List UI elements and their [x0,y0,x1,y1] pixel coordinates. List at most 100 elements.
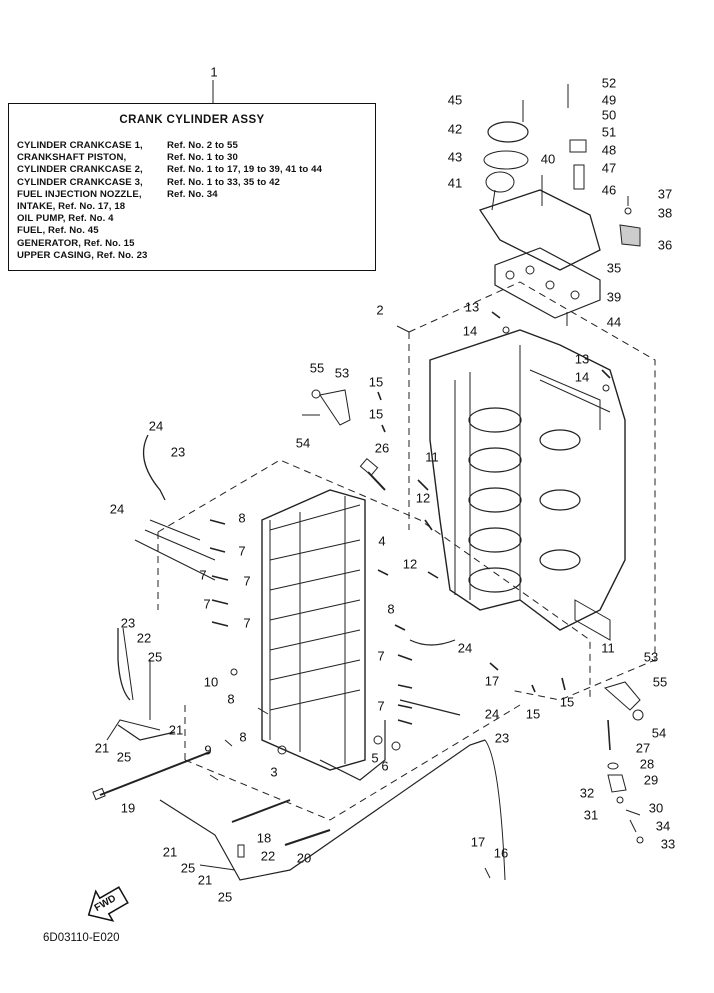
part-callout[interactable]: 55 [652,674,668,690]
part-callout[interactable]: 4 [378,533,386,549]
part-callout[interactable]: 15 [525,706,541,722]
legend-row: CYLINDER CRANKCASE 3,Ref. No. 1 to 33, 3… [17,177,280,188]
part-callout[interactable]: 39 [606,289,622,305]
part-callout[interactable]: 15 [559,694,575,710]
part-callout[interactable]: 14 [574,369,590,385]
part-callout[interactable]: 25 [116,749,132,765]
part-callout[interactable]: 7 [377,698,385,714]
part-callout[interactable]: 10 [203,674,219,690]
part-callout[interactable]: 24 [457,640,473,656]
part-callout[interactable]: 25 [217,889,233,905]
part-callout[interactable]: 12 [415,490,431,506]
part-callout[interactable]: 46 [601,182,617,198]
part-callout[interactable]: 5 [371,750,379,766]
legend-row-name: CRANKSHAFT PISTON, [17,152,127,164]
part-callout[interactable]: 53 [643,649,659,665]
part-callout[interactable]: 24 [109,501,125,517]
legend-row: CYLINDER CRANKCASE 2,Ref. No. 1 to 17, 1… [17,164,322,175]
part-callout[interactable]: 8 [238,510,246,526]
legend-row-ref: Ref. No. 1 to 30 [167,152,238,164]
part-callout[interactable]: 15 [368,406,384,422]
part-callout[interactable]: 21 [168,722,184,738]
part-callout[interactable]: 18 [256,830,272,846]
part-callout[interactable]: 25 [147,649,163,665]
part-callout[interactable]: 23 [494,730,510,746]
part-callout[interactable]: 36 [657,237,673,253]
part-callout[interactable]: 49 [601,92,617,108]
part-callout[interactable]: 25 [180,860,196,876]
part-callout[interactable]: 23 [170,444,186,460]
part-callout[interactable]: 7 [243,573,251,589]
part-callout[interactable]: 15 [368,374,384,390]
part-callout[interactable]: 21 [162,844,178,860]
part-callout[interactable]: 3 [270,764,278,780]
part-callout[interactable]: 14 [462,323,478,339]
part-callout[interactable]: 32 [579,785,595,801]
part-callout[interactable]: 55 [309,360,325,376]
legend-row: CRANKSHAFT PISTON, Ref. No. 1 to 30 [17,152,238,164]
part-callout[interactable]: 11 [425,449,439,465]
part-callout[interactable]: 7 [243,615,251,631]
part-callout[interactable]: 29 [643,772,659,788]
part-callout[interactable]: 53 [334,365,350,381]
part-callout[interactable]: 42 [447,121,463,137]
part-callout[interactable]: 22 [136,630,152,646]
legend-row: CYLINDER CRANKCASE 1,Ref. No. 2 to 55 [17,140,238,151]
part-callout[interactable]: 52 [601,75,617,91]
part-callout[interactable]: 26 [374,440,390,456]
legend-row: FUEL INJECTION NOZZLE,Ref. No. 34 [17,188,218,200]
part-callout[interactable]: 27 [635,740,651,756]
part-callout[interactable]: 44 [606,314,622,330]
part-callout[interactable]: 21 [94,740,110,756]
part-callout[interactable]: 48 [601,142,617,158]
part-callout[interactable]: 16 [493,845,509,861]
part-callout[interactable]: 11 [601,640,615,656]
legend-row: INTAKE, Ref. No. 17, 18 [17,201,125,212]
part-callout[interactable]: 47 [601,160,617,176]
part-callout[interactable]: 13 [464,299,480,315]
part-callout[interactable]: 33 [660,836,676,852]
part-callout[interactable]: 24 [148,418,164,434]
part-callout[interactable]: 54 [651,725,667,741]
part-callout[interactable]: 50 [601,107,617,123]
part-callout[interactable]: 8 [227,691,235,707]
legend-row-ref: Ref. No. 2 to 55 [167,140,238,151]
part-callout[interactable]: 17 [470,834,486,850]
legend-row: UPPER CASING, Ref. No. 23 [17,250,147,261]
part-callout[interactable]: 24 [484,706,500,722]
part-callout[interactable]: 13 [574,351,590,367]
part-callout[interactable]: 8 [387,601,395,617]
legend-row-name: FUEL INJECTION NOZZLE, [17,188,142,200]
part-callout[interactable]: 23 [120,615,136,631]
part-callout[interactable]: 7 [199,567,207,583]
part-callout[interactable]: 7 [377,648,385,664]
part-callout[interactable]: 2 [376,302,384,318]
part-callout[interactable]: 43 [447,149,463,165]
part-callout[interactable]: 30 [648,800,664,816]
part-callout[interactable]: 38 [657,205,673,221]
part-callout[interactable]: 40 [540,151,556,167]
part-callout[interactable]: 21 [197,872,213,888]
part-callout[interactable]: 6 [381,758,389,774]
part-callout[interactable]: 41 [447,175,463,191]
part-callout[interactable]: 28 [639,756,655,772]
part-callout[interactable]: 19 [120,800,136,816]
part-callout[interactable]: 12 [402,556,418,572]
part-callout[interactable]: 7 [238,543,246,559]
fwd-arrow [87,886,129,922]
part-callout[interactable]: 35 [606,260,622,276]
legend-row-ref: Ref. No. 1 to 33, 35 to 42 [167,176,280,188]
part-callout[interactable]: 54 [295,435,311,451]
part-callout[interactable]: 51 [601,124,617,140]
part-callout[interactable]: 34 [655,818,671,834]
part-callout[interactable]: 31 [583,807,599,823]
part-callout[interactable]: 17 [484,673,500,689]
legend-row-name: OIL PUMP, Ref. No. 4 [17,213,114,225]
part-callout[interactable]: 7 [203,596,211,612]
part-callout[interactable]: 8 [239,729,247,745]
part-callout[interactable]: 9 [204,742,212,758]
part-callout[interactable]: 45 [447,92,463,108]
part-callout[interactable]: 37 [657,186,673,202]
part-callout[interactable]: 22 [260,848,276,864]
part-callout[interactable]: 20 [296,850,312,866]
